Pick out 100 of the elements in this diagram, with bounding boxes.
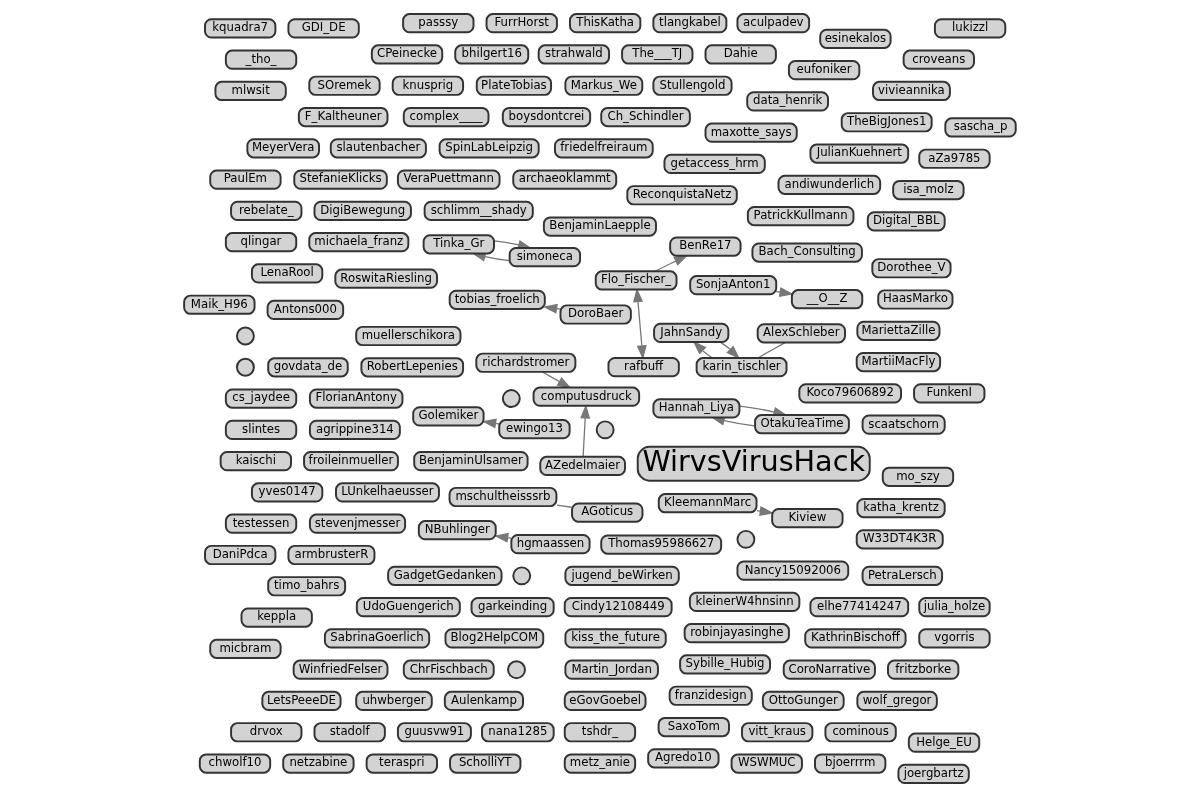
node-box: CoroNarrative	[782, 659, 876, 680]
arrow	[580, 404, 591, 457]
node-box: BenjaminUlsamer	[413, 451, 529, 472]
node-circle	[512, 566, 532, 586]
node-box: franzidesign	[668, 685, 753, 706]
node-box: data_henrik	[746, 91, 829, 112]
node-box: LenaRool	[250, 263, 324, 284]
node-box: LetsPeeeDE	[261, 690, 342, 712]
node-box: __O__Z	[790, 289, 864, 310]
node-box: Thomas95986627	[600, 534, 723, 555]
node-box: esinekalos	[819, 28, 892, 49]
node-box: andiwunderlich	[777, 174, 882, 195]
node-box: SpinLabLeipzig	[438, 138, 540, 159]
node-box: netzabine	[282, 753, 355, 774]
node-box: yves0147	[250, 482, 324, 503]
node-box: BenjaminLaepple	[542, 216, 657, 237]
node-box: Dorothee_V	[871, 258, 952, 279]
node-box: Kiview	[771, 508, 844, 529]
node-box: lukizzl	[933, 18, 1007, 39]
node-box: eGovGoebel	[563, 690, 647, 712]
node-box: VeraPuettmann	[396, 169, 501, 190]
node-box: bhilgert16	[454, 44, 530, 65]
node-box: GDI_DE	[287, 18, 360, 39]
node-box: guusvw91	[396, 722, 472, 743]
node-box: UdoGuengerich	[355, 597, 461, 618]
node-box: fritzborke	[887, 659, 960, 680]
node-box: cominous	[824, 722, 897, 743]
node-box: wolf_gregor	[856, 690, 938, 712]
node-box: MeyerVera	[246, 138, 321, 159]
node-box: Stullengold	[652, 75, 733, 96]
node-box: LUnkelhaeusser	[335, 482, 440, 503]
node-box: Blog2HelpCOM	[444, 628, 545, 649]
node-box: agrippine314	[308, 419, 401, 440]
node-box: Digital_BBL	[866, 211, 946, 232]
node-box: tlangkabel	[652, 13, 728, 34]
node-box: joergbartz	[897, 763, 970, 785]
node-box: StefanieKlicks	[293, 169, 388, 190]
node-box: strahwald	[537, 44, 611, 65]
node-box: NBuhlinger	[417, 520, 497, 541]
node-box: aculpadev	[736, 13, 811, 34]
node-box: archaeoklammt	[512, 169, 618, 190]
arrow	[756, 506, 774, 516]
node-box: boysdontcrei	[501, 106, 592, 128]
node-box: mlwsit	[214, 80, 287, 102]
node-box: kiss_the_future	[564, 628, 667, 649]
node-box: The___TJ	[621, 44, 694, 65]
node-box: richardstromer	[475, 352, 577, 373]
node-box: slautenbacher	[329, 138, 427, 159]
node-box: KleemannMarc	[657, 493, 758, 514]
node-box: Maik_H96	[183, 294, 256, 315]
node-box: getaccess_hrm	[663, 153, 766, 175]
node-circle	[235, 326, 255, 346]
node-box: isa_molz	[892, 179, 965, 201]
node-box: schlimm__shady	[423, 200, 534, 221]
node-box: MariettaZille	[856, 320, 941, 341]
node-box: katha_krentz	[856, 497, 946, 519]
node-box: kaischi	[219, 451, 292, 472]
node-box: rebelate_	[230, 200, 303, 221]
node-box: bjoerrrm	[814, 753, 887, 774]
node-box: FurrHorst	[485, 13, 558, 34]
node-box: Martin_Jordan	[564, 659, 659, 680]
node-box: F_Kaltheuner	[297, 106, 389, 128]
node-box: aZa9785	[918, 148, 991, 169]
node-box: OtakuTeaTime	[754, 414, 850, 435]
node-box: mo_szy	[881, 466, 955, 487]
node-box: Aulenkamp	[443, 690, 524, 712]
node-box: vivieannika	[872, 80, 951, 102]
node-box: ThisKatha	[569, 13, 642, 34]
node-box: sascha_p	[944, 117, 1017, 138]
node-box: W33DT4K3R	[855, 529, 944, 550]
node-box: computusdruck	[532, 386, 641, 407]
node-box: passsy	[402, 13, 475, 34]
node-box: timo_bahrs	[267, 576, 347, 597]
node-circle	[235, 357, 255, 377]
node-box: SabrinaGoerlich	[323, 628, 431, 649]
node-box: TheBigJones1	[840, 112, 933, 133]
node-box: ReconquistaNetz	[626, 185, 738, 206]
node-box: elhe77414247	[809, 597, 910, 618]
node-box: Ch_Schindler	[600, 106, 691, 128]
node-box: Golemiker	[412, 406, 485, 427]
arrow	[542, 303, 561, 314]
node-box: HaasMarko	[877, 289, 954, 310]
node-box: OttoGunger	[761, 690, 845, 712]
node-box: Helge_EU	[907, 732, 981, 753]
node-box: tshdr_	[563, 722, 637, 743]
node-box: nana1285	[481, 722, 555, 743]
node-box: Antons000	[266, 299, 345, 321]
node-box: friedelfreiraum	[554, 138, 654, 159]
node-box: AZedelmaier	[539, 455, 626, 477]
node-box: govdata_de	[267, 357, 349, 378]
arrow	[775, 287, 794, 298]
node-box: garkeinding	[470, 597, 555, 618]
node-box: eufoniker	[787, 60, 861, 81]
node-box: ScholliYT	[449, 753, 522, 774]
node-box: metz_anie	[563, 753, 637, 774]
node-box: DigiBewegung	[313, 200, 412, 221]
node-circle	[736, 529, 756, 549]
node-box: AlexSchleber	[756, 323, 846, 344]
node-box: stevenjmesser	[308, 513, 407, 534]
node-box: chwolf10	[198, 753, 272, 774]
